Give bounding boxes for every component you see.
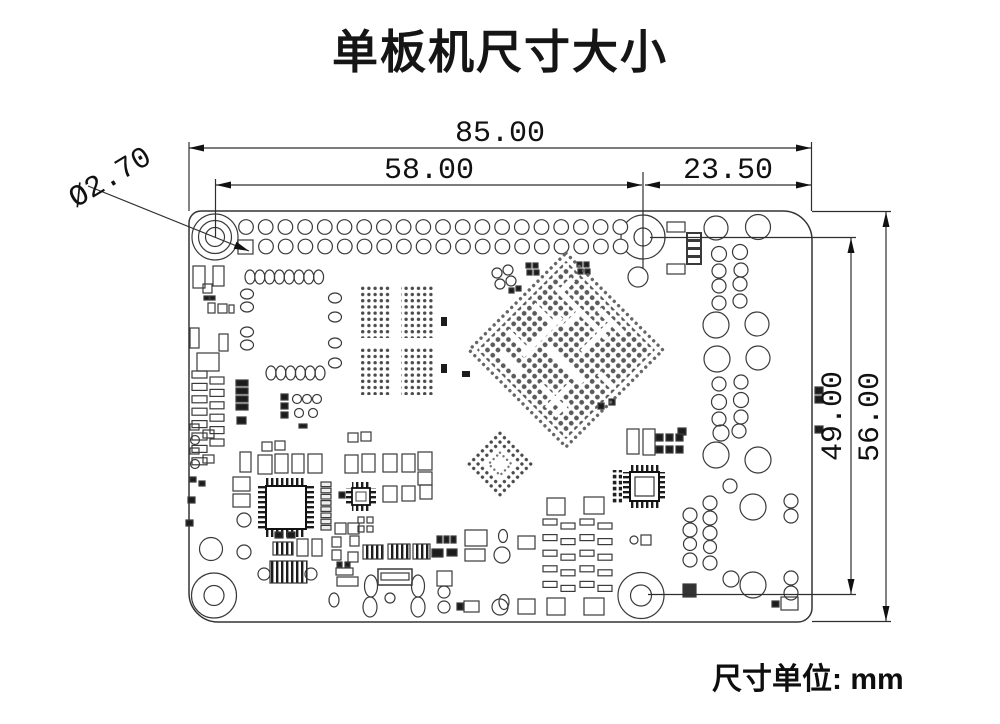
gpio-pin-pad <box>613 239 628 254</box>
dim-label-hole-span-height: 49.00 <box>817 371 851 461</box>
dim-label-board-height: 56.00 <box>854 372 888 462</box>
gpio-pin-pad <box>357 220 372 235</box>
gpio-pin-pad <box>357 239 372 254</box>
gpio-pin-pad <box>377 220 392 235</box>
gpio-pin-pad <box>259 239 274 254</box>
gpio-pin-pad <box>338 239 353 254</box>
gpio-pin-pad <box>278 220 293 235</box>
gpio-pin-pad <box>278 239 293 254</box>
gpio-pin-pad <box>337 220 352 235</box>
dim-right-offset: 23.50 <box>645 154 811 189</box>
gpio-pin-pad <box>534 220 549 235</box>
gpio-pin-pad <box>515 220 530 235</box>
dim-label-right-offset: 23.50 <box>683 154 773 188</box>
gpio-pin-pad <box>613 220 628 235</box>
gpio-pin-pad <box>495 239 510 254</box>
gpio-pin-pad <box>574 239 589 254</box>
gpio-pin-pad <box>318 239 333 254</box>
gpio-pin-pad <box>475 239 490 254</box>
gpio-pin-pad <box>416 220 431 235</box>
unit-note: 尺寸单位: mm <box>712 654 904 698</box>
gpio-pin-pad <box>258 220 273 235</box>
gpio-pin-pad <box>495 220 510 235</box>
gpio-pin-pad <box>318 220 333 235</box>
gpio-pin-pad <box>515 239 530 254</box>
gpio-pin-pad <box>455 220 470 235</box>
gpio-pin-pad <box>594 239 609 254</box>
gpio-pin-pad <box>436 239 451 254</box>
gpio-pin-pad <box>396 220 411 235</box>
gpio-pin-pad <box>377 239 392 254</box>
gpio-pin-pad <box>298 239 313 254</box>
dim-label-hole-span-width: 58.00 <box>384 154 474 188</box>
gpio-pin-pad <box>574 220 589 235</box>
gpio-pin-pad <box>239 220 254 235</box>
gpio-pin-pad <box>593 220 608 235</box>
dim-label-hole-diameter: Ø2.70 <box>64 141 159 217</box>
dim-label-board-width: 85.00 <box>455 117 545 151</box>
gpio-pin-pad <box>298 220 313 235</box>
gpio-pin-pad <box>535 239 550 254</box>
gpio-pin-pad <box>397 239 412 254</box>
gpio-pin-pad <box>456 239 471 254</box>
qfp-chip-large <box>258 478 314 537</box>
gpio-pin-pad <box>554 220 569 235</box>
gpio-pin-pad <box>475 220 490 235</box>
pcb-board <box>186 211 823 622</box>
gpio-pin-pad <box>436 220 451 235</box>
gpio-pin-pad <box>416 239 431 254</box>
